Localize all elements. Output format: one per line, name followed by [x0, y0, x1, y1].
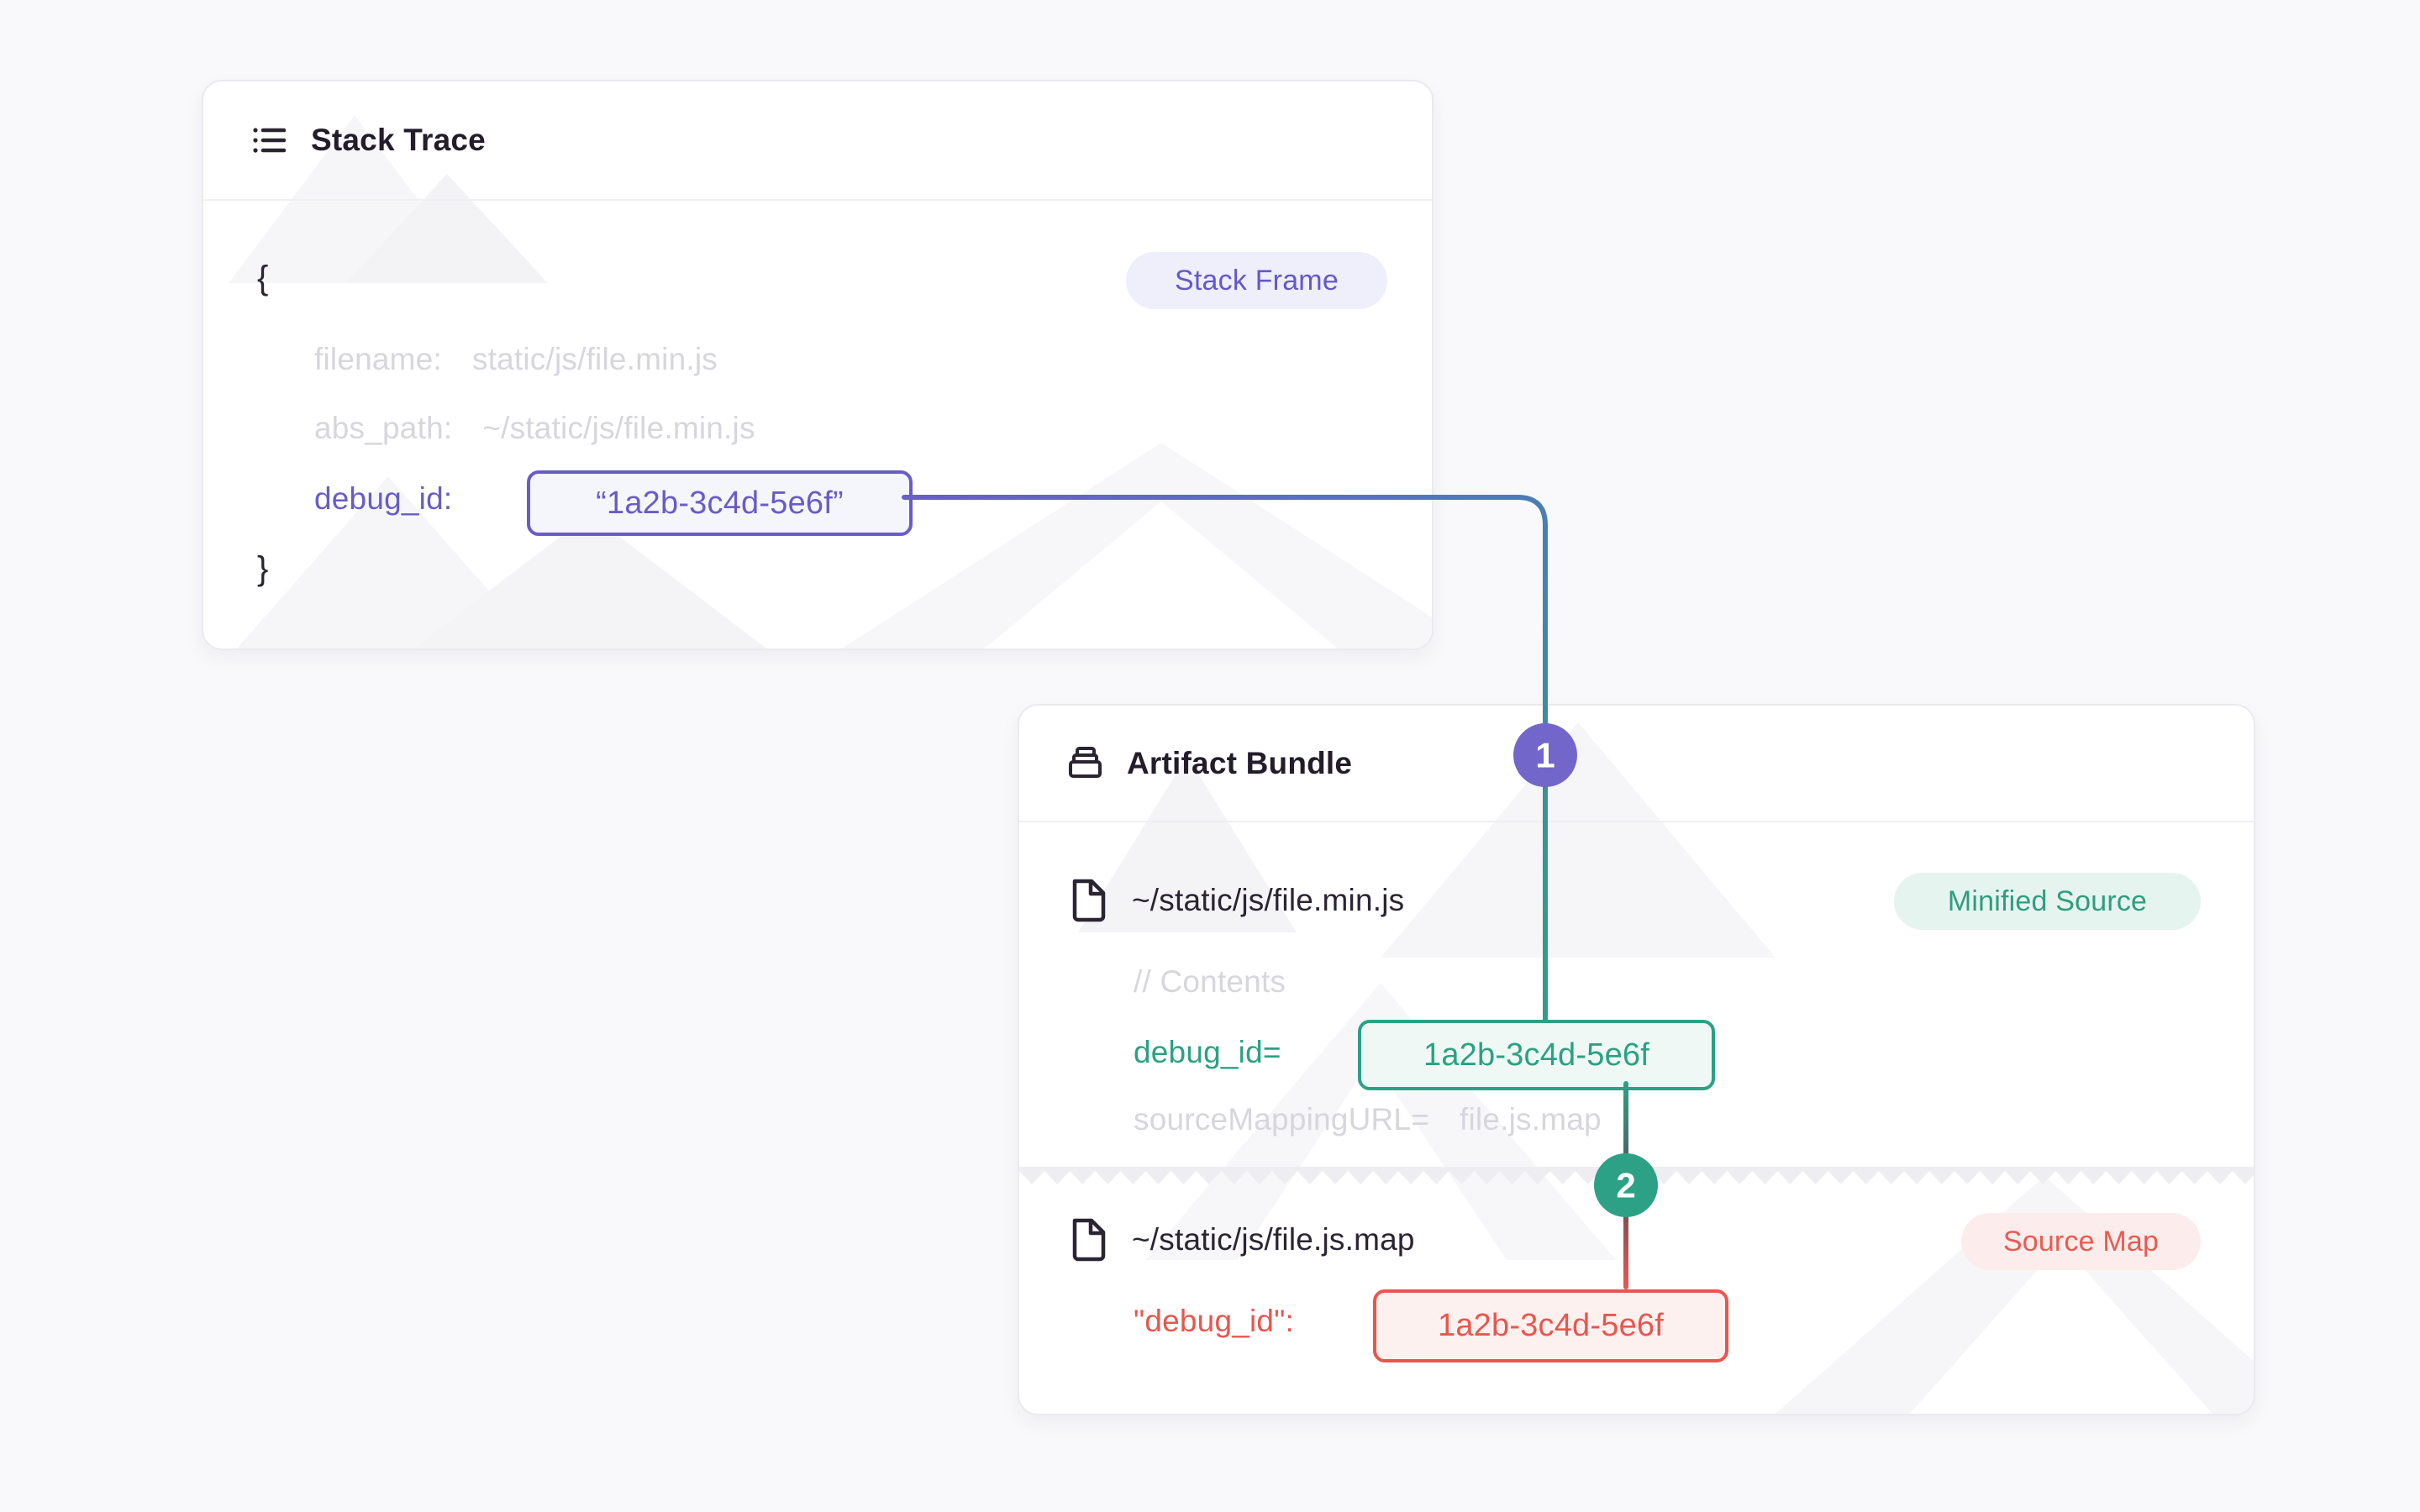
sourcemap-path: ~/static/js/file.js.map	[1132, 1222, 1415, 1257]
filename-label: filename:	[314, 342, 442, 376]
minified-source-badge: Minified Source	[1894, 873, 2201, 930]
abs-path-value: ~/static/js/file.min.js	[482, 411, 755, 445]
stack-trace-card: Stack Trace { Stack Frame filename: stati…	[202, 80, 1434, 650]
close-brace: }	[257, 550, 269, 587]
artifact-bundle-card: Artifact Bundle ~/static/js/file.min.js …	[1018, 704, 2255, 1415]
debug-id-label: debug_id:	[314, 481, 453, 516]
artifact-bundle-header: Artifact Bundle	[1019, 706, 2254, 822]
contents-comment: // Contents	[1134, 964, 1286, 999]
minified-path: ~/static/js/file.min.js	[1132, 883, 1405, 917]
debug-id-value-box: “1a2b-3c4d-5e6f”	[527, 470, 913, 536]
stack-trace-title: Stack Trace	[311, 123, 486, 157]
stack-frame-badge: Stack Frame	[1126, 252, 1387, 309]
abs-path-row: abs_path: ~/static/js/file.min.js	[314, 411, 755, 446]
list-icon	[253, 128, 287, 153]
map-debug-id-value-box: 1a2b-3c4d-5e6f	[1373, 1289, 1728, 1362]
filename-row: filename: static/js/file.min.js	[314, 342, 718, 377]
stack-trace-header: Stack Trace	[203, 81, 1432, 201]
source-mapping-value: file.js.map	[1460, 1102, 1602, 1137]
archive-icon	[1069, 746, 1102, 778]
source-mapping-label: sourceMappingURL=	[1134, 1102, 1430, 1137]
bundle-debug-id-value-box: 1a2b-3c4d-5e6f	[1358, 1020, 1715, 1090]
bundle-debug-id-label: debug_id=	[1134, 1035, 1281, 1069]
source-mapping-row: sourceMappingURL= file.js.map	[1134, 1102, 1602, 1137]
abs-path-label: abs_path:	[314, 411, 453, 445]
artifact-bundle-title: Artifact Bundle	[1127, 745, 1353, 780]
map-debug-id-label: "debug_id":	[1134, 1304, 1295, 1338]
zigzag-divider	[1019, 1167, 2254, 1185]
filename-value: static/js/file.min.js	[471, 342, 718, 376]
open-brace: {	[257, 260, 269, 297]
file-icon	[1072, 1218, 1106, 1262]
file-icon	[1072, 879, 1106, 922]
source-map-badge: Source Map	[1961, 1213, 2201, 1270]
